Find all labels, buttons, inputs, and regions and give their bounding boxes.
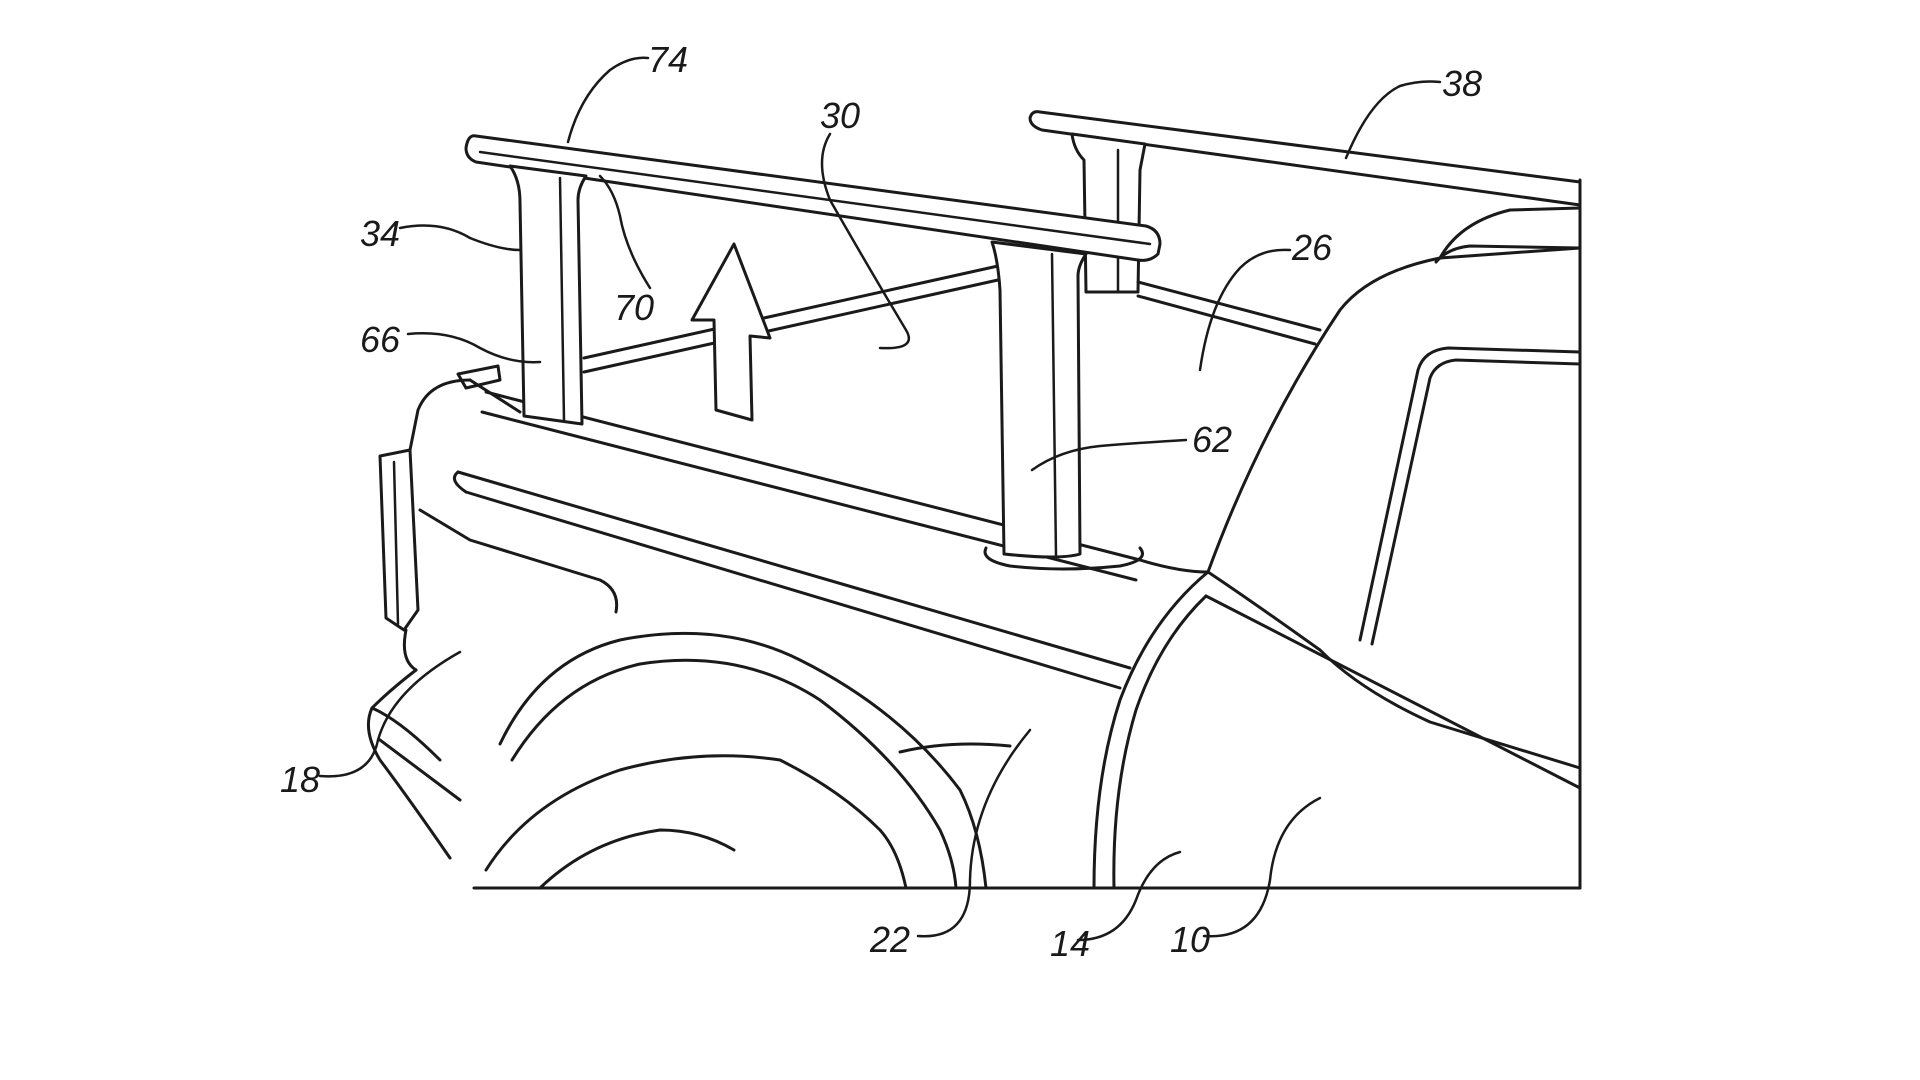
- ref-66: 66: [360, 319, 401, 360]
- ref-70: 70: [614, 287, 654, 328]
- ref-10: 10: [1170, 919, 1210, 960]
- ref-14: 14: [1050, 923, 1090, 964]
- cab: [1206, 208, 1580, 788]
- wheel-arch: [486, 633, 1010, 888]
- ref-74: 74: [648, 39, 688, 80]
- ref-34: 34: [360, 213, 400, 254]
- ref-38: 38: [1442, 63, 1482, 104]
- ref-62: 62: [1192, 419, 1232, 460]
- ref-22: 22: [869, 919, 910, 960]
- ref-30: 30: [820, 95, 860, 136]
- ref-18: 18: [280, 759, 320, 800]
- reference-numerals: 74 38 30 34 70 26 66 62 18 22 14 10: [280, 39, 1482, 964]
- ref-26: 26: [1291, 227, 1333, 268]
- bed-side: [368, 380, 1208, 888]
